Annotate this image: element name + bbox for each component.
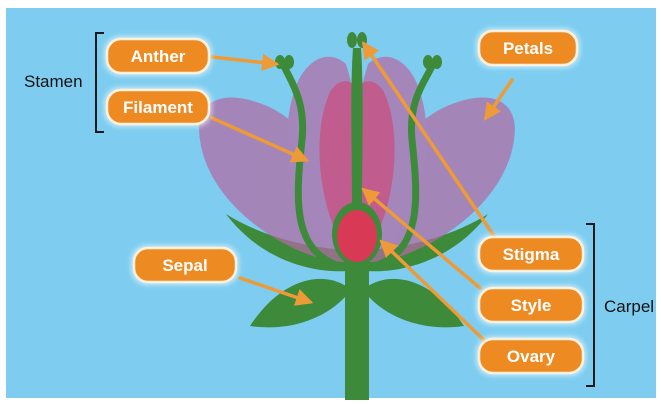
ovary-inner <box>337 210 377 262</box>
label-ovary: Ovary <box>476 336 586 376</box>
label-stigma-text: Stigma <box>503 245 560 264</box>
label-petals: Petals <box>476 28 580 68</box>
label-anther-text: Anther <box>131 47 186 66</box>
stigma-lobe-left <box>347 32 357 48</box>
group-label-stamen: Stamen <box>24 72 83 91</box>
anther-right-lobe-2 <box>432 55 442 69</box>
stem <box>345 250 369 400</box>
label-ovary-text: Ovary <box>507 347 556 366</box>
label-anther: Anther <box>104 36 212 76</box>
anther-left-lobe-1 <box>275 55 285 69</box>
anther-left-lobe-2 <box>284 55 294 69</box>
label-style-text: Style <box>511 296 552 315</box>
label-sepal: Sepal <box>131 245 239 285</box>
label-stigma: Stigma <box>476 234 586 274</box>
style-shape <box>351 48 362 204</box>
anther-right-lobe-1 <box>423 55 433 69</box>
label-style: Style <box>476 285 586 325</box>
label-filament: Filament <box>104 87 212 127</box>
white-margin-top <box>0 0 661 8</box>
group-label-carpel: Carpel <box>604 297 654 316</box>
label-filament-text: Filament <box>123 98 193 117</box>
label-sepal-text: Sepal <box>162 256 207 275</box>
label-petals-text: Petals <box>503 39 553 58</box>
